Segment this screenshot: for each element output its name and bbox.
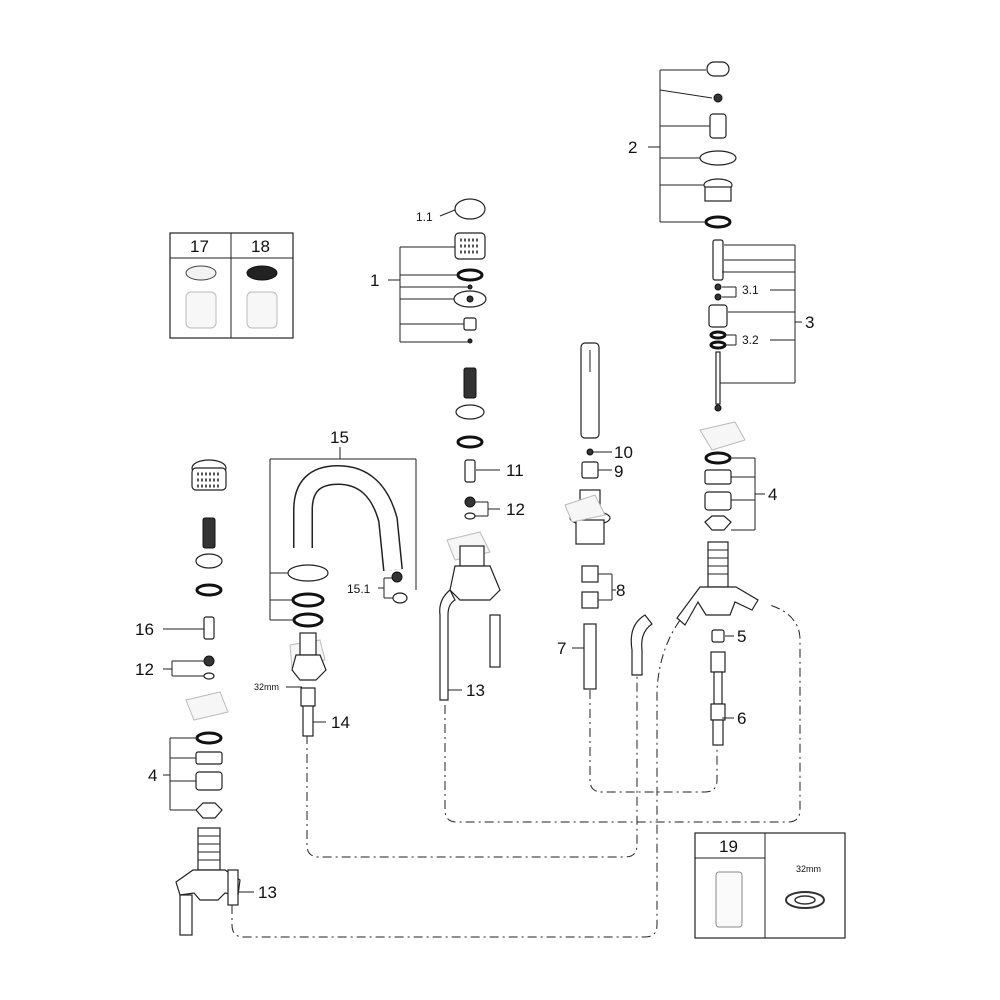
- center-seal: [464, 496, 476, 508]
- callout-2: 2: [628, 138, 637, 157]
- shower-hose-connector: [583, 623, 597, 690]
- diverter-screw: [713, 93, 723, 103]
- center-spindle-extension: [463, 367, 477, 399]
- left-cartridge: [203, 616, 215, 640]
- spout-o-ring: [291, 592, 325, 608]
- spout-tail: [302, 705, 314, 737]
- callout-4-left: 4: [148, 766, 157, 785]
- spare-parts-box: 19 32mm: [694, 832, 846, 939]
- center-tail-pipe: [489, 614, 501, 668]
- callout-16: 16: [135, 620, 154, 639]
- right-hose-tail: [712, 719, 724, 746]
- callout-13-center: 13: [466, 681, 485, 700]
- left-sleeve: [195, 553, 223, 569]
- shower-holder-thread: [581, 461, 599, 479]
- right-washer: [704, 469, 732, 485]
- callout-5: 5: [737, 627, 746, 646]
- callout-12-mid: 12: [506, 500, 525, 519]
- callout-1-1: 1.1: [416, 210, 433, 224]
- callout-10: 10: [614, 443, 633, 462]
- spare-dimension-32mm: 32mm: [796, 864, 821, 874]
- callout-3-2: 3.2: [742, 333, 759, 347]
- spout-rosette: [287, 564, 329, 582]
- callout-3: 3: [805, 313, 814, 332]
- center-handle-assembly: [439, 198, 501, 701]
- shower-washer: [586, 448, 594, 456]
- center-cartridge: [464, 459, 476, 483]
- finish-17-cap: [185, 265, 217, 281]
- finish-18-cap: [246, 265, 278, 281]
- left-side-tail: [227, 869, 239, 906]
- right-hex-nut: [704, 515, 732, 531]
- left-seal: [203, 655, 215, 667]
- left-handle-assembly: [175, 459, 241, 936]
- spare-19-header: 19: [719, 837, 738, 856]
- right-o-ring: [704, 451, 732, 465]
- aerator: [391, 571, 403, 583]
- spare-19-cartridge: [715, 871, 743, 928]
- hand-shower-assembly: [564, 342, 611, 690]
- hand-shower: [580, 342, 600, 439]
- callout-8: 8: [616, 581, 625, 600]
- callout-7: 7: [557, 639, 566, 658]
- finish-options-box: 17 18: [169, 232, 294, 339]
- center-sleeve: [455, 404, 485, 420]
- callout-6: 6: [737, 709, 746, 728]
- callout-labels: 2 3 3.1 3.2 4 5 6 1.1 1 10 9 11 12 8 7 1…: [135, 138, 814, 902]
- handle-cap: [454, 198, 486, 220]
- right-hose-nut: [710, 651, 726, 673]
- right-hose: [713, 671, 723, 705]
- callout-11: 11: [506, 461, 524, 480]
- left-spacer: [195, 771, 223, 791]
- callout-1: 1: [370, 271, 379, 290]
- callout-14: 14: [331, 713, 350, 732]
- spout-body: [299, 632, 317, 656]
- right-connector: [711, 629, 725, 643]
- callout-9: 9: [614, 462, 623, 481]
- finish-18-header: 18: [251, 237, 270, 256]
- center-o-ring: [456, 268, 484, 282]
- spout-assembly: [287, 464, 408, 737]
- callout-4-right: 4: [768, 485, 777, 504]
- left-spindle-extension: [202, 517, 216, 549]
- callout-15-1: 15.1: [347, 582, 371, 596]
- diverter-rosette: [699, 150, 737, 166]
- finish-17-header: 17: [190, 237, 209, 256]
- shower-hose-spring-2: [581, 591, 599, 609]
- dimension-32mm-spout: 32mm: [254, 682, 279, 692]
- callout-15: 15: [330, 428, 349, 447]
- callout-13-left: 13: [258, 883, 277, 902]
- center-hose: [439, 589, 456, 701]
- diverter-o-ring: [704, 215, 732, 229]
- diverter-rod: [715, 351, 721, 405]
- right-elbow-hose: [630, 614, 653, 676]
- left-outlet-tail: [179, 894, 193, 936]
- aerator-key: [392, 592, 408, 604]
- leaders: [163, 69, 802, 893]
- left-hex-nut: [195, 802, 223, 819]
- hose-connection-lines: [231, 604, 801, 938]
- shower-hose-spring-1: [581, 565, 599, 583]
- left-washer: [195, 751, 223, 765]
- center-adapter: [463, 317, 477, 331]
- callout-3-1: 3.1: [742, 283, 759, 297]
- right-threaded-shank: [707, 541, 729, 588]
- right-tee-body: [676, 586, 759, 626]
- finish-18-handle: [246, 291, 278, 329]
- right-spacer: [704, 491, 732, 511]
- spout-nut: [300, 687, 316, 707]
- diverter-stem: [709, 113, 727, 139]
- finish-17-handle: [185, 291, 217, 329]
- left-threaded-shank: [197, 827, 221, 871]
- center-valve-body: [459, 545, 485, 567]
- left-o-ring: [195, 731, 223, 745]
- diverter-spindle: [712, 239, 724, 281]
- diverter-cartridge: [708, 304, 728, 328]
- callout-12-left: 12: [135, 660, 154, 679]
- diverter-cap: [706, 61, 730, 77]
